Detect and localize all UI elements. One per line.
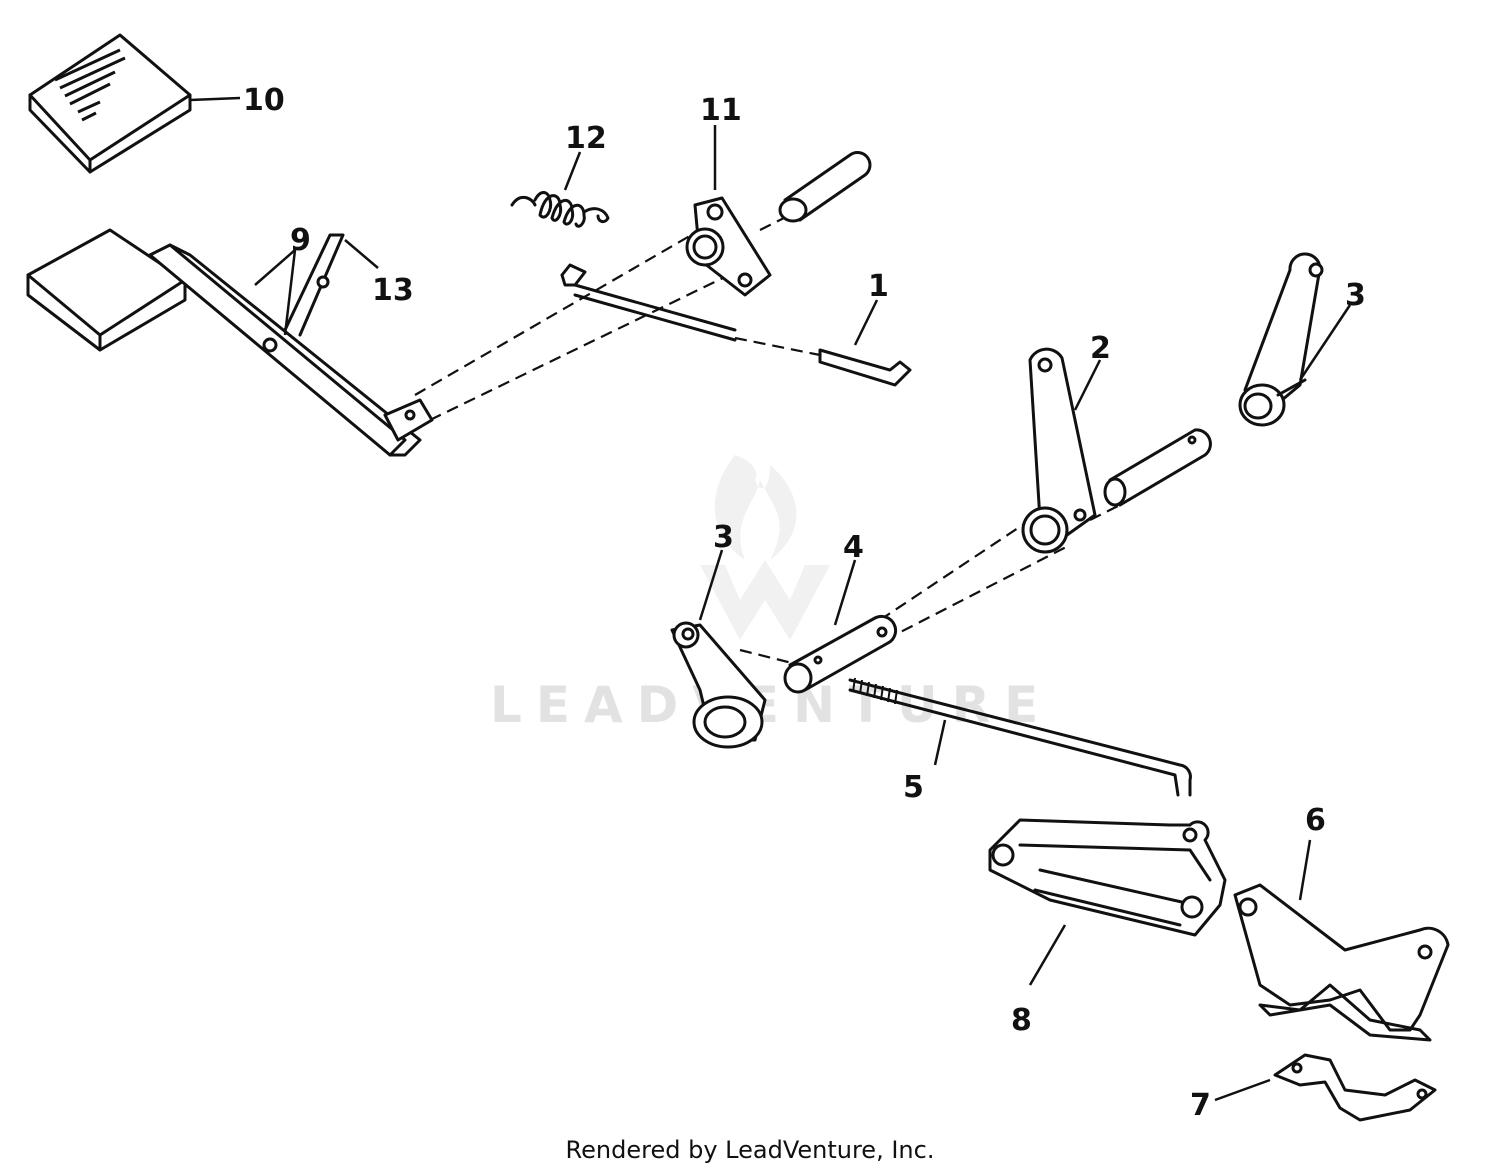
callout-5: 5	[903, 770, 924, 805]
pedal-arm-part	[26, 228, 434, 457]
watermark-text: LEADVENTURE	[490, 676, 1052, 734]
leader-lines	[189, 96, 1352, 1102]
callout-3-lower: 3	[713, 520, 734, 555]
bracket-part	[685, 196, 772, 297]
threaded-rod-part	[848, 677, 1192, 797]
callout-11: 11	[700, 93, 742, 128]
pin-part	[783, 614, 898, 694]
callout-4: 4	[843, 530, 864, 565]
mounting-bracket-part	[1233, 883, 1450, 1042]
arm-lower-part	[670, 621, 767, 749]
rod-part	[560, 263, 912, 387]
callout-9: 9	[290, 223, 311, 258]
callout-12: 12	[565, 121, 607, 156]
lever-part	[1021, 347, 1097, 554]
tube-right-part	[1103, 428, 1212, 507]
decal-part	[28, 33, 192, 174]
strap-part	[1273, 1053, 1437, 1122]
spring-part	[510, 191, 610, 228]
callout-6: 6	[1305, 803, 1326, 838]
callout-1: 1	[868, 269, 889, 304]
callout-10: 10	[243, 83, 285, 118]
callout-3-upper: 3	[1345, 278, 1366, 313]
arm-upper-part	[1238, 252, 1324, 427]
callout-labels: 10 11 12 9 13 1 2 3 3 4 5 6 8 7	[243, 83, 1366, 1123]
clamp-block-part	[988, 818, 1227, 937]
callout-2: 2	[1090, 331, 1111, 366]
footer-credit: Rendered by LeadVenture, Inc.	[565, 1136, 935, 1164]
callout-8: 8	[1011, 1003, 1032, 1038]
tube-upper-part	[778, 151, 872, 223]
callout-13: 13	[372, 273, 414, 308]
callout-7: 7	[1190, 1088, 1211, 1123]
alignment-lines	[414, 209, 1191, 912]
watermark-logo	[700, 455, 830, 640]
